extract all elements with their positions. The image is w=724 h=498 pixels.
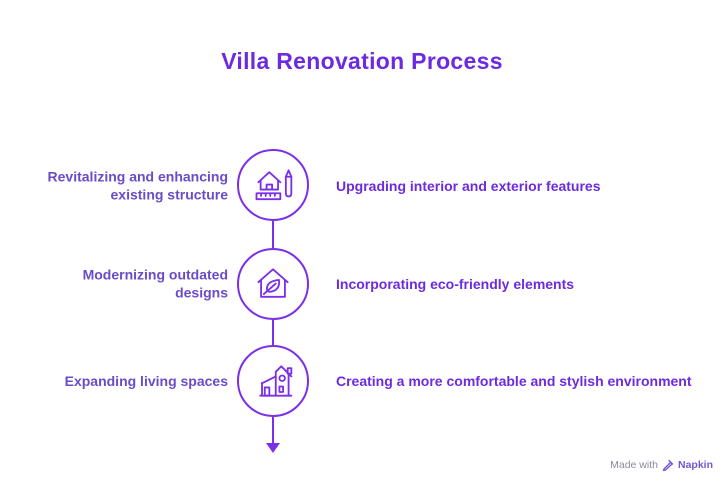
arrow-down-icon [266,443,280,453]
connector-line-1 [272,221,274,248]
connector-line-3 [272,417,274,444]
house-design-pencil-ruler-icon [255,169,293,201]
step-3-left-label: Expanding living spaces [64,372,228,389]
pen-scribble-icon [662,459,674,471]
footer-credit: Made with Napkin [610,458,713,472]
step-2-right-label: Incorporating eco-friendly elements [336,276,575,292]
eco-house-leaf-icon [257,268,289,298]
connector-line-2 [272,320,274,345]
step-3-right-label: Creating a more comfortable and stylish … [336,373,692,389]
step-1-right-label: Upgrading interior and exterior features [336,178,601,194]
step-3-icon-circle [237,345,309,417]
step-1-left-label: Revitalizing and enhancing existing stru… [47,168,228,203]
brand-label: Napkin [677,459,713,471]
step-2-left-label: Modernizing outdated designs [82,266,228,301]
expanded-house-icon [259,365,293,397]
page-title: Villa Renovation Process [221,48,503,74]
made-with-label: Made with [610,459,658,471]
step-2-icon-circle [237,248,309,320]
step-1-icon-circle [237,149,309,221]
